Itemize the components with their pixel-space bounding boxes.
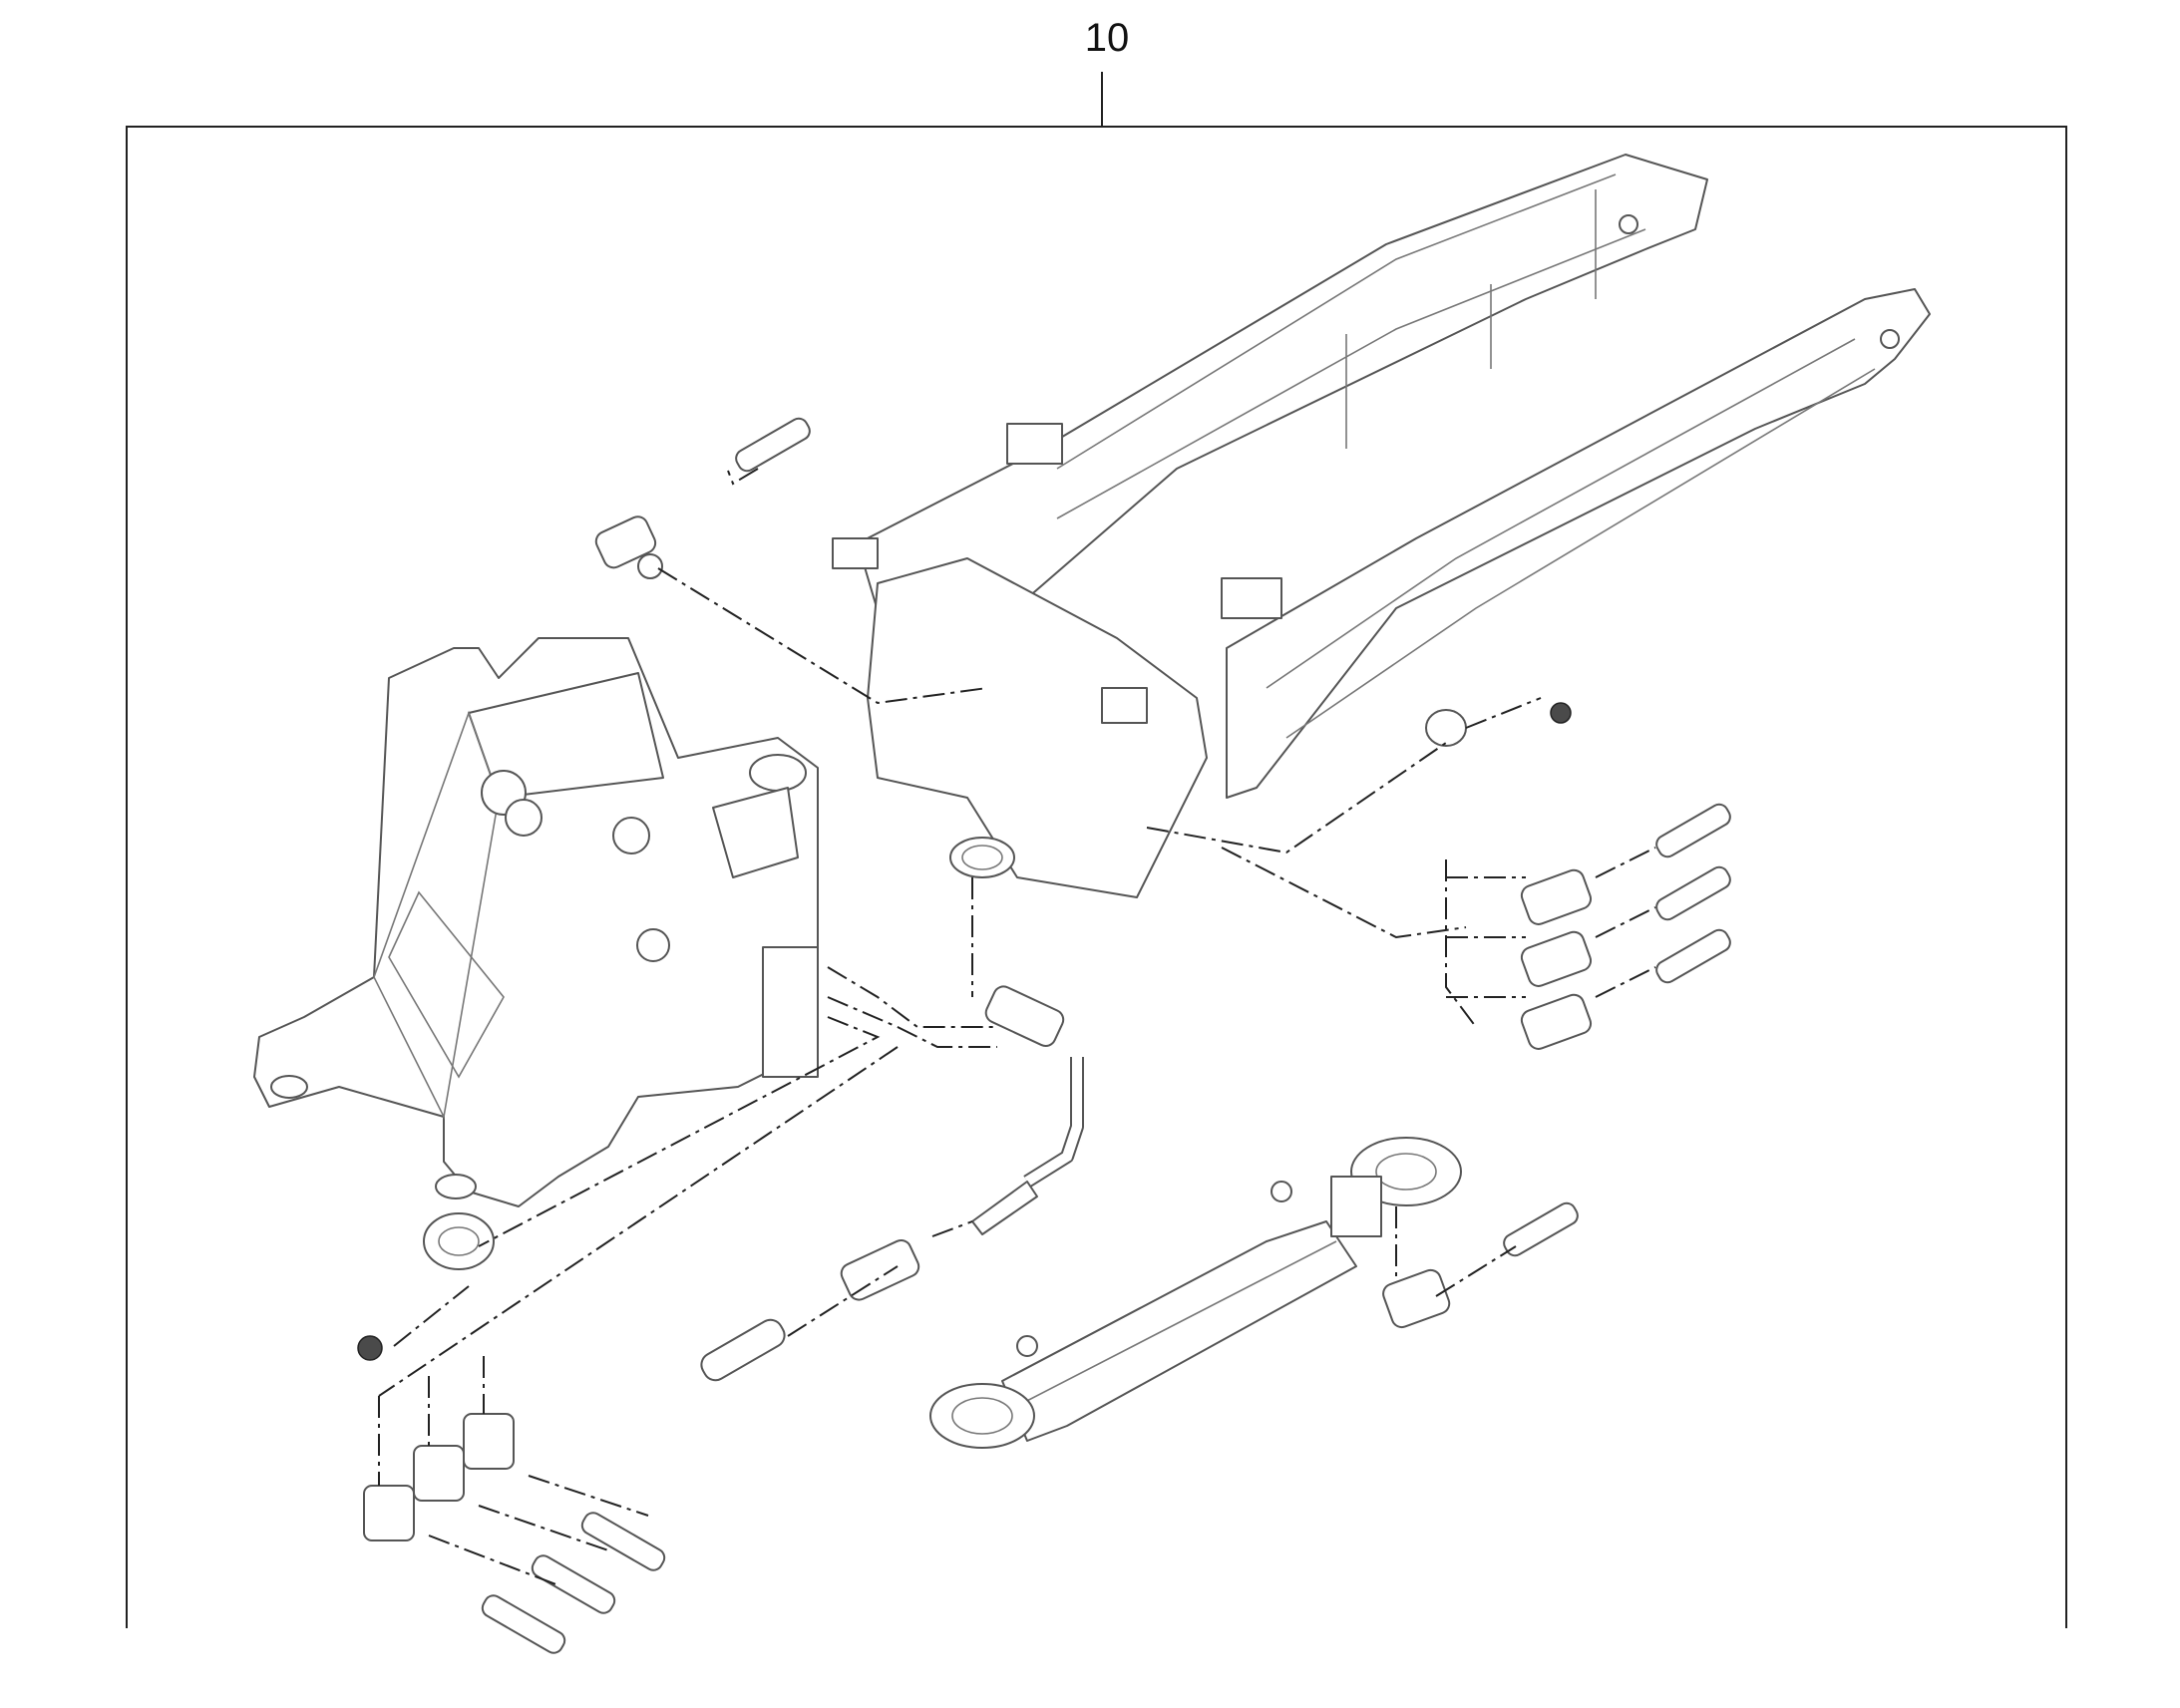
elbow-fitting <box>594 515 663 579</box>
elbow-fitting <box>413 1445 465 1502</box>
elbow-fitting <box>1382 1268 1451 1329</box>
boom-arm-assembly <box>832 154 1931 898</box>
hydraulic-cylinder <box>929 1137 1462 1449</box>
elbow-fitting <box>463 1413 515 1470</box>
elbow-fitting <box>1520 930 1593 987</box>
assembly-lines <box>378 468 1656 1586</box>
assembly-bracket <box>126 72 2067 1628</box>
hose-clamp <box>1425 709 1467 747</box>
elbow-fitting <box>1520 868 1593 925</box>
tubes <box>481 417 1731 1654</box>
elbow-fitting <box>363 1485 415 1541</box>
straight-fitting <box>984 985 1065 1047</box>
hose-clamp <box>423 1212 495 1270</box>
bolt <box>1550 702 1572 724</box>
bolt <box>357 1335 383 1361</box>
callout-number: 10 <box>1084 16 1130 60</box>
straight-fitting <box>840 1239 920 1301</box>
elbow-fittings <box>357 515 1593 1541</box>
elbow-fitting <box>1520 993 1593 1050</box>
slewing-frame <box>253 637 819 1207</box>
